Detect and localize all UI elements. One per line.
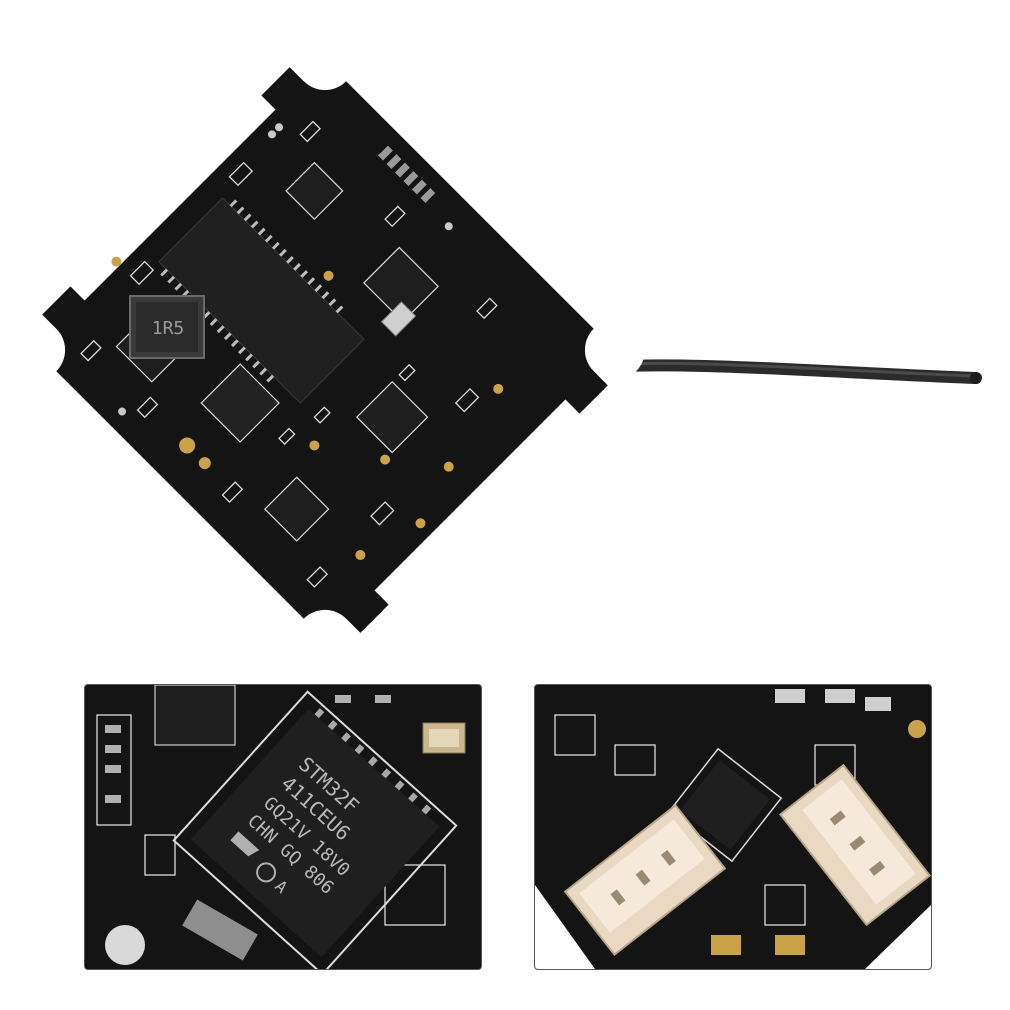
mcu-closeup-inset: STM32F 411CEU6 GQ21V 18V0 CHN GQ 806 A — [84, 684, 482, 970]
stm32-chip: STM32F 411CEU6 GQ21V 18V0 CHN GQ 806 A — [172, 690, 458, 969]
connectors-closeup-inset — [534, 684, 932, 970]
inductor-marking: 1R5 — [152, 318, 185, 339]
crystal-oscillator — [380, 301, 417, 337]
flight-controller-board: 1R5 — [39, 64, 982, 636]
jst-connector-right — [778, 763, 931, 927]
jst-connector-left — [563, 803, 727, 957]
st-logo-icon — [230, 831, 260, 857]
inductor: 1R5 — [129, 295, 205, 359]
antenna-wire — [579, 359, 982, 384]
mcu-chip — [200, 363, 280, 443]
